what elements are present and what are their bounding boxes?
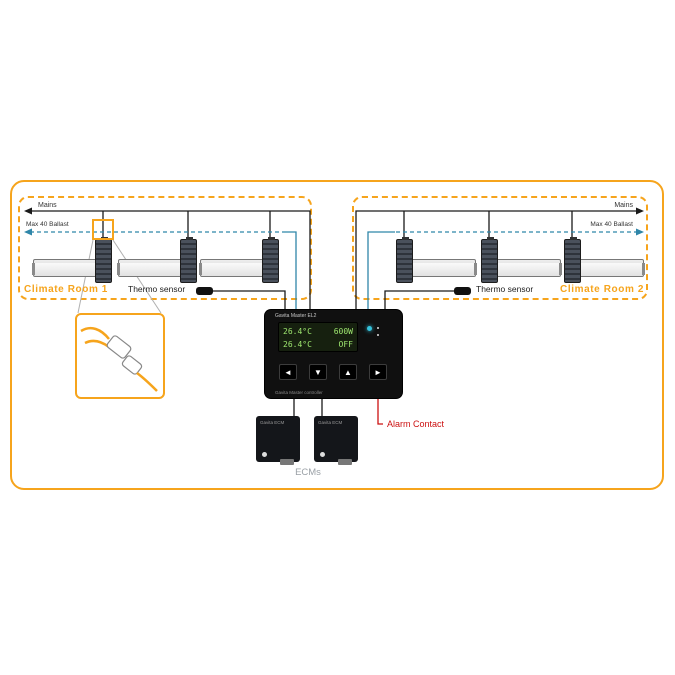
- interconnect-cable-illustration: [80, 327, 158, 392]
- controller-up-button: ▲: [339, 364, 357, 380]
- climate-room-1-label: Climate Room 1: [24, 284, 108, 295]
- lcd-temp-row2: 26.4°C: [283, 340, 312, 349]
- ecm-led-icon: [262, 452, 267, 457]
- controller-left-button: ◄: [279, 364, 297, 380]
- ecm-port: [338, 459, 352, 465]
- status-led-icon: [367, 326, 372, 331]
- ecm-module-2: Gavita ECM: [314, 416, 358, 465]
- light-fixture-reflector: [409, 259, 477, 277]
- connector-highlight-box: [92, 219, 114, 240]
- ballast-unit: [564, 237, 581, 283]
- thermo-sensor-right: [454, 287, 471, 295]
- ecm-module-label: Gavita ECM: [260, 420, 285, 425]
- light-fixture-reflector: [32, 259, 100, 277]
- controller-lcd-screen: 26.4°C 600W 26.4°C OFF: [278, 322, 358, 352]
- controller-footer-label: Gavita Master controller: [275, 390, 323, 395]
- light-fixture-reflector: [577, 259, 645, 277]
- controller-brand-label: Gavita Master EL2: [275, 313, 317, 319]
- thermo-sensor-label-left: Thermo sensor: [128, 284, 186, 294]
- ballast-unit: [180, 237, 197, 283]
- thermo-sensor-label-right: Thermo sensor: [476, 284, 534, 294]
- ballast-unit: [481, 237, 498, 283]
- ballast-unit: [262, 237, 279, 283]
- controller-right-button: ►: [369, 364, 387, 380]
- lcd-value-row1: 600W: [333, 327, 353, 336]
- controller-leds: [365, 324, 395, 350]
- ecm-port: [280, 459, 294, 465]
- indicator-led-icon: [377, 334, 379, 336]
- ballast-unit: [95, 237, 112, 283]
- climate-room-2-label: Climate Room 2: [560, 284, 644, 295]
- ecm-module-1: Gavita ECM: [256, 416, 300, 465]
- ecm-module-label: Gavita ECM: [318, 420, 343, 425]
- system-frame: [10, 180, 664, 490]
- interconnect-cable-inset: [75, 313, 165, 399]
- light-fixture-reflector: [199, 259, 267, 277]
- light-fixture-reflector: [494, 259, 562, 277]
- ballast-unit: [396, 237, 413, 283]
- thermo-sensor-left: [196, 287, 213, 295]
- max-ballast-label-right: Max 40 Ballast: [590, 221, 633, 228]
- max-ballast-label-left: Max 40 Ballast: [26, 221, 69, 228]
- ecms-group-label: ECMs: [295, 467, 321, 478]
- controller-down-button: ▼: [309, 364, 327, 380]
- lcd-temp-row1: 26.4°C: [283, 327, 312, 336]
- ecm-led-icon: [320, 452, 325, 457]
- alarm-contact-label: Alarm Contact: [387, 419, 445, 429]
- light-fixture-reflector: [117, 259, 185, 277]
- mains-label-right: Mains: [614, 202, 633, 209]
- controller-button-row: ◄ ▼ ▲ ►: [279, 364, 387, 380]
- master-controller: Gavita Master EL2 26.4°C 600W 26.4°C OFF…: [265, 310, 402, 398]
- lcd-value-row2: OFF: [338, 340, 353, 349]
- indicator-led-icon: [377, 327, 379, 329]
- mains-label-left: Mains: [38, 202, 57, 209]
